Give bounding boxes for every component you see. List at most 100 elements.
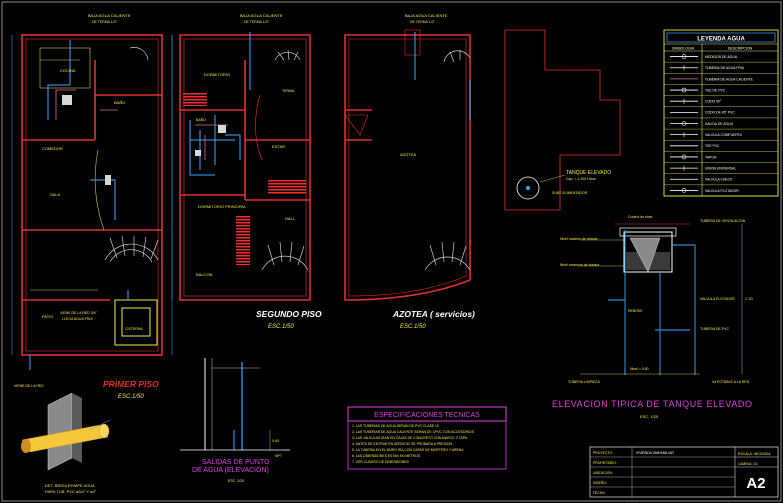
legend-row-label: SALIDA DE AGUA: [705, 122, 734, 126]
elev-label: TUBERIA DE PVC: [700, 327, 729, 331]
tank-elevation-title: ELEVACION TIPICA DE TANQUE ELEVADO: [552, 399, 753, 409]
tb-row-value: VIVIENDA UNIFAMILIAR: [636, 451, 674, 455]
tank-site[interactable]: TANQUE ELEVADO Cap. = 1,200 Litros SUBE …: [504, 29, 621, 211]
elev-label: REBOSE: [628, 309, 643, 313]
room-label: HALL: [285, 216, 296, 221]
legend-title: LEYENDA AGUA: [697, 37, 745, 43]
pipe-note: VIENE DE LA RED 3/4": [60, 311, 98, 315]
room-label: DORMITORIO: [204, 72, 230, 77]
spec-line: 1. LAS TUBERIAS DE AGUA SERAN DE PVC CLA…: [352, 424, 439, 428]
hatched-wall: [268, 180, 306, 194]
pipe-note: LLEGA AGUA FRIA: [62, 317, 93, 321]
room-label: BAÑO: [196, 117, 206, 122]
legend-symbol-icon: [670, 54, 698, 59]
plan-scale: ESC.1/50: [118, 394, 144, 400]
detail-title: PARA TUB. PVC ø3/4" Y ø2": [45, 489, 97, 494]
tank-funnel: [629, 237, 661, 273]
pipe-note: BAJA AGUA CALIENTE: [405, 13, 448, 18]
pipe-note: DE TERMA 1/2": [244, 20, 270, 24]
tb-row-label: UBICACION:: [593, 471, 613, 475]
room-label: DORMITORIO PRINCIPAL: [198, 204, 247, 209]
technical-specs[interactable]: ESPECIFICACIONES TECNICAS 1. LAS TUBERIA…: [347, 406, 507, 470]
elev-label: TUBERIA LIMPIEZA: [568, 380, 601, 384]
room-label: CISTERNA: [125, 327, 143, 331]
legend-symbol-icon: [670, 132, 698, 138]
legend-row-label: TUBERIA DE AGUA CALIENTE: [705, 77, 754, 81]
room-label: BAÑO: [114, 100, 125, 105]
tank-elevation[interactable]: Nivel maximo de rebose Nivel arranque de…: [552, 215, 754, 419]
legend-row-label: VALVULA COMPUERTA: [705, 133, 743, 137]
legend-row-label: TUBERIA DE AGUA FRIA: [705, 66, 745, 70]
hatched-wall: [183, 92, 207, 106]
legend-symbol-icon: [670, 165, 698, 171]
outlet-npt-label: NPT: [275, 454, 283, 458]
tank-elevation-scale: ESC. 1/25: [640, 414, 659, 419]
flange-detail[interactable]: DET. BRIDA ROMPE AGUA PARA TUB. PVC ø3/4…: [21, 392, 111, 494]
legend-row-label: CODO 90°: [705, 100, 722, 104]
outlet-title: DE AGUA (ELEVACION): [192, 467, 269, 474]
plan-roof[interactable]: AZOTEA BAJA AGUA CALIENTE DE TERMA 1/2" …: [344, 13, 475, 330]
legend-symbol-icon: [670, 188, 698, 193]
tb-row-label: FECHA:: [593, 491, 605, 495]
tb-row-label: DISEÑO:: [593, 480, 607, 485]
room-label: SALA: [50, 192, 61, 197]
pipe-note: DE TERMA 1/2": [410, 20, 436, 24]
hatched-wall: [236, 215, 250, 265]
elev-label: VALVULA FLOTADOR: [700, 297, 735, 301]
plan-second-floor[interactable]: DORMITORIO BAÑO DORMITORIO PRINCIPAL EST…: [171, 13, 322, 330]
tb-row-label: PROYECTO:: [593, 451, 613, 455]
plan-title: PRIMER PISO: [103, 379, 159, 389]
pipe-note: VIENE DE LA RED: [14, 384, 44, 388]
tank-note: SUBE ALIMENTADOR: [552, 191, 588, 195]
legend-row-label: CODO DE 45° PVC: [705, 111, 735, 115]
spec-line: 7. VER CUADRO DE DIMENSIONES: [352, 460, 409, 464]
level-label: Nivel arranque de bomba: [560, 263, 599, 267]
legend-row-label: TAPON: [705, 155, 717, 159]
spec-line: 3. LAS VALVULAS IRAN EN CAJAS DE CONCRET…: [352, 436, 468, 440]
legend-row-label: MEDIDOR DE AGUA: [705, 55, 738, 59]
tank-capacity: Cap. = 1,200 Litros: [566, 177, 596, 181]
level-label: Nivel maximo de rebose: [560, 237, 598, 241]
plan-first-floor[interactable]: COCINA BAÑO COMEDOR SALA PATIO CISTERNA …: [11, 13, 173, 400]
pipe-note: BAJA AGUA CALIENTE: [240, 13, 283, 18]
pipe-note: DE TERMA 1/2": [92, 20, 118, 24]
elev-label: Va POTABLE A LA RED: [712, 380, 750, 384]
legend-table[interactable]: LEYENDA AGUA SIMBOLOGIA DESCRIPCION MEDI…: [663, 29, 779, 197]
spec-line: 4. ANTES DE ENTRAR EN SERVICIO SE PROBAR…: [352, 442, 453, 446]
plan-scale: ESC.1/50: [268, 324, 294, 330]
legend-col: DESCRIPCION: [728, 47, 753, 51]
elev-label: Control de nivel: [628, 215, 653, 219]
tank-circle: [516, 176, 540, 200]
outlet-height: 0.60: [272, 439, 279, 443]
water-outlet-elevation[interactable]: 0.60 NPT NPT SALIDAS DE PUNTO DE AGUA (E…: [180, 358, 290, 483]
sheet-code: A2: [746, 475, 765, 492]
legend-row-label: VALVULA FLOTADOR: [705, 189, 739, 193]
outlet-scale: ESC. 1/25: [228, 479, 244, 483]
legend-symbol-icon: [670, 154, 698, 160]
legend-row-label: UNION UNIVERSAL: [705, 167, 736, 171]
legend-symbol-icon: [670, 98, 698, 104]
legend-symbol-icon: [670, 121, 698, 126]
detail-title: DET. BRIDA ROMPE AGUA: [45, 483, 95, 488]
legend-row-label: TEE DE PVC: [705, 88, 726, 92]
elev-label: TUBERIA DE VENTILACION: [700, 219, 746, 223]
room-label: BALCON: [196, 272, 213, 277]
room-label: ESTAR: [272, 144, 285, 149]
legend-symbol-icon: [670, 87, 698, 93]
tb-scale: ESCALA: INDICADA: [738, 452, 771, 456]
legend-row-label: VALVULA CHECK: [705, 178, 733, 182]
spec-line: 2. LAS TUBERIAS DE AGUA CALIENTE SERAN D…: [352, 430, 475, 434]
outlet-title: SALIDAS DE PUNTO: [202, 459, 270, 466]
tb-sheet: LAMINA: 1/1: [738, 462, 758, 466]
room-label: AZOTEA: [400, 152, 416, 157]
spec-line: 5. LA TUBERIA EN EL MURO IRA CON CAPAS D…: [352, 448, 464, 452]
plan-title: SEGUNDO PISO: [256, 309, 322, 319]
room-label: TERMA: [282, 89, 295, 93]
tank-label: TANQUE ELEVADO: [566, 170, 611, 176]
plan-title: AZOTEA ( servicios): [392, 309, 475, 319]
legend-symbol-icon: [670, 65, 698, 71]
title-block[interactable]: PROYECTO:VIVIENDA UNIFAMILIARPROPIETARIO…: [589, 446, 779, 498]
spec-line: 6. LAS DIMENSIONES ESTAN EN METROS: [352, 454, 421, 458]
